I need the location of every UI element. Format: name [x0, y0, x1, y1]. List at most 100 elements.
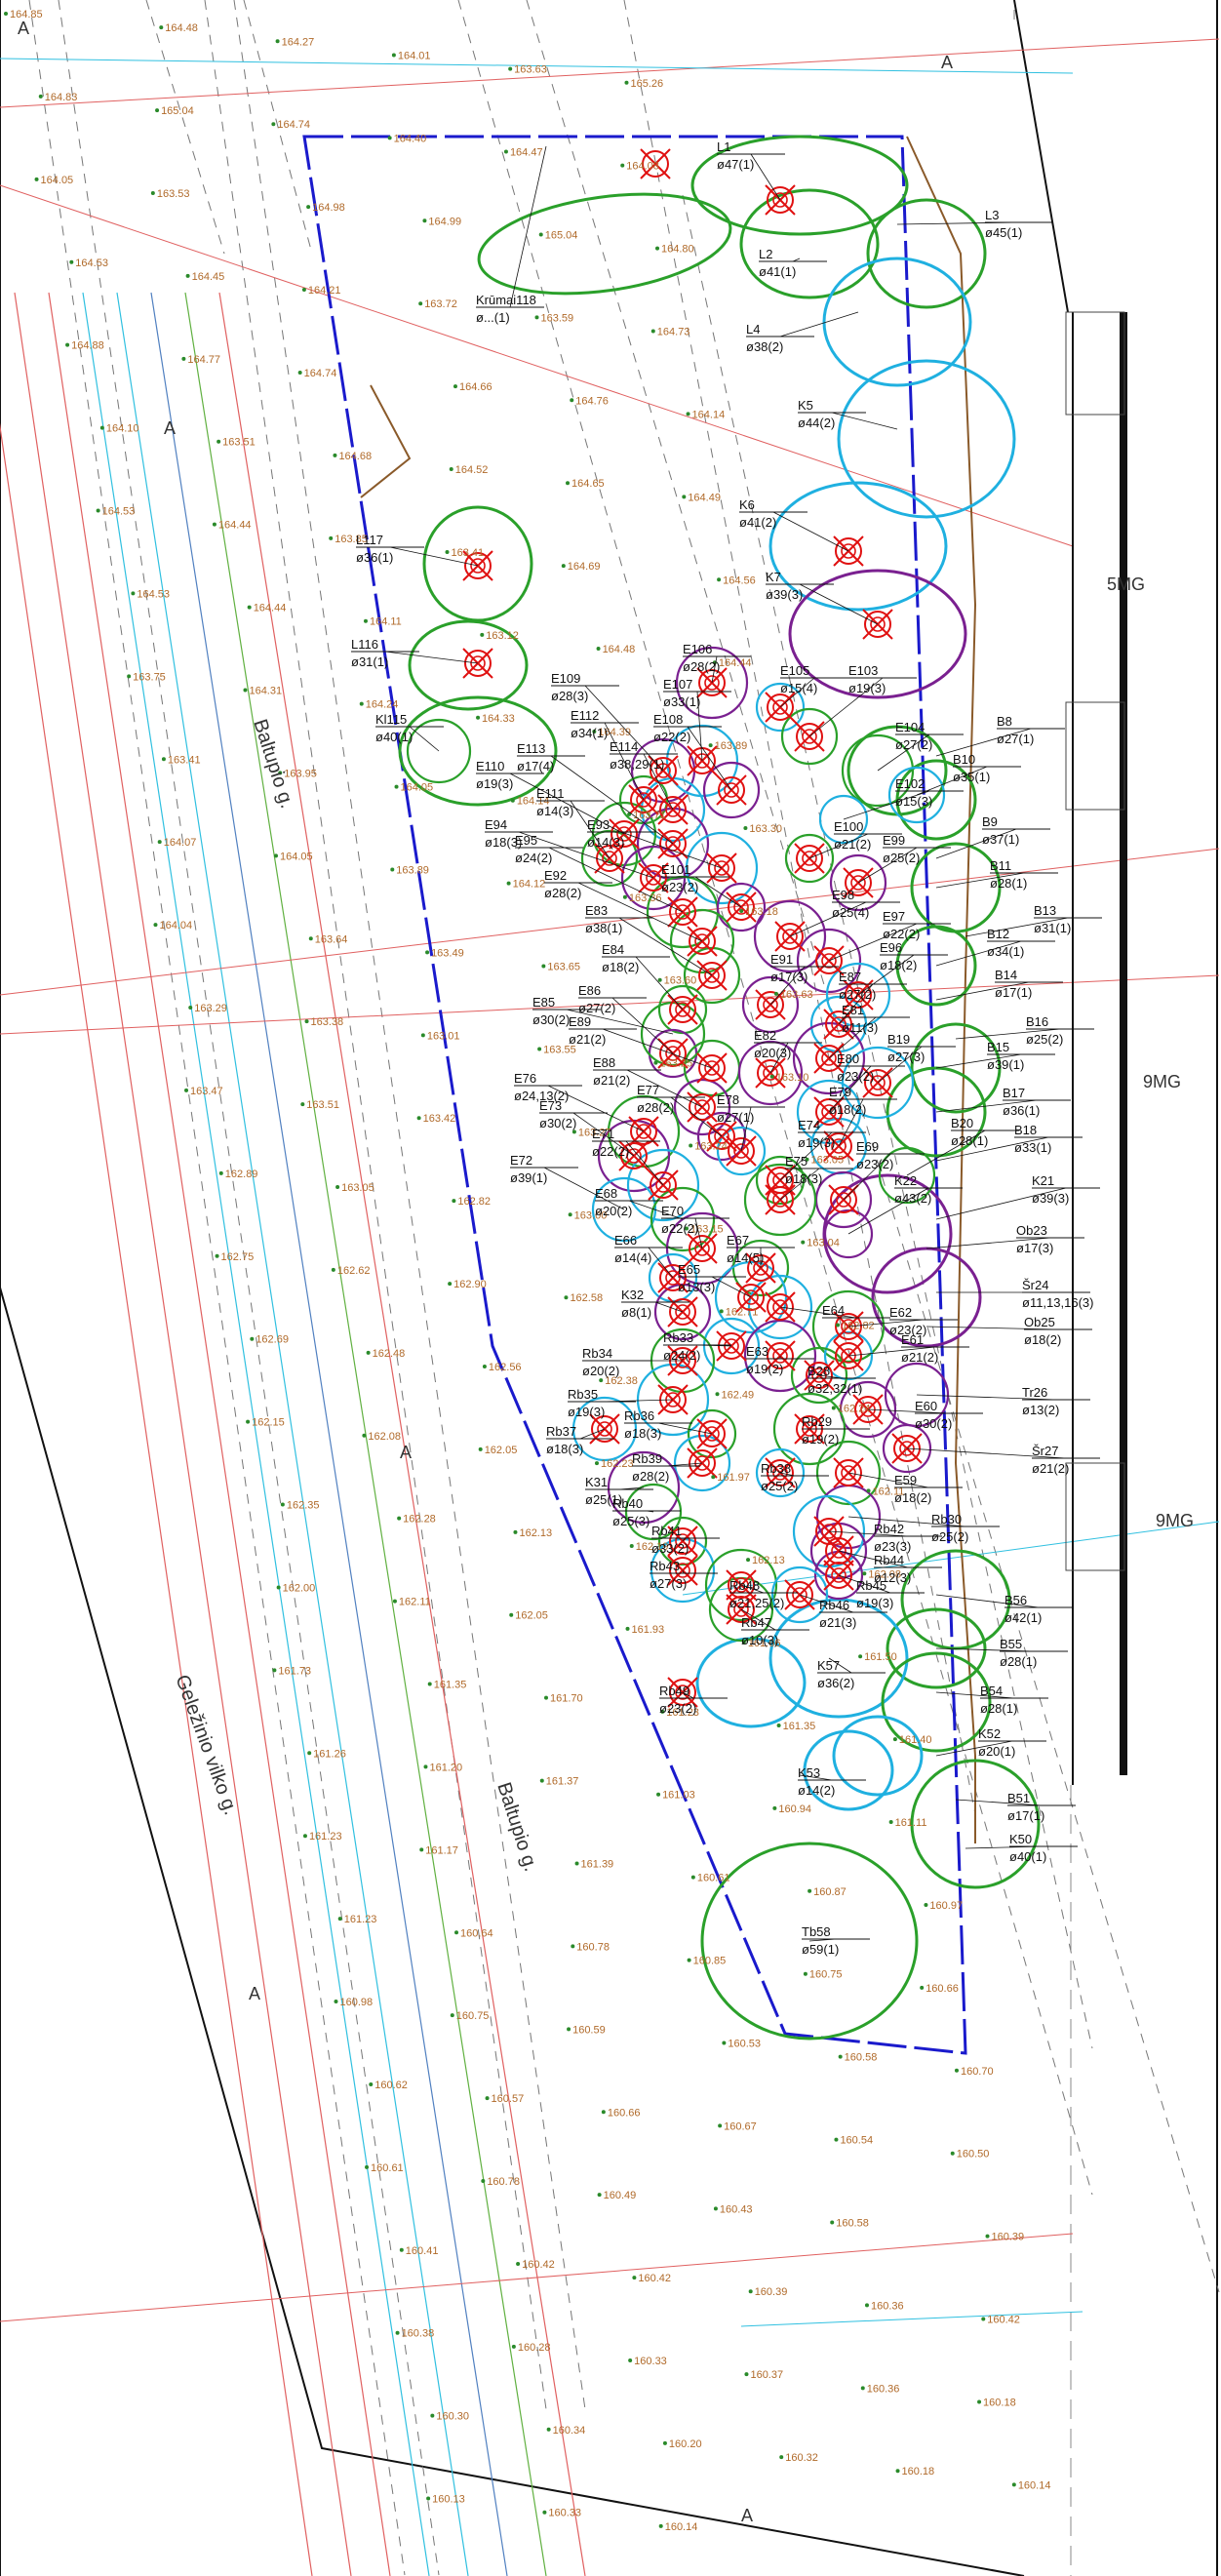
elevation-label: 160.94 [778, 1803, 811, 1815]
elevation-point: 165.04 [538, 229, 577, 241]
elevation-label: 163.95 [284, 768, 317, 779]
tree-canopy [887, 766, 946, 824]
tree-diameter: ø21(2) [901, 1350, 938, 1365]
tree-id: B14 [995, 968, 1017, 982]
elevation-label: 164.01 [398, 50, 431, 61]
elevation-label: 160.85 [693, 1956, 727, 1967]
tree-id: E110 [476, 759, 504, 773]
leader-line [577, 882, 703, 942]
tree-canopy [881, 1651, 992, 1753]
tree-id: Rb46 [819, 1598, 849, 1612]
tree-diameter: ø17(4) [517, 759, 554, 773]
elevation-label: 162.71 [726, 1306, 759, 1318]
tree-diameter: ø18(3) [785, 1171, 822, 1186]
tree-canopy [714, 1260, 788, 1334]
leader-line [935, 872, 1025, 889]
tree-id: E111 [536, 786, 564, 801]
tree-id: E96 [880, 940, 902, 955]
tree-diameter: ø47(1) [717, 157, 754, 172]
tree-diameter: ø25(2) [1026, 1032, 1063, 1047]
tree-id: B10 [953, 752, 975, 767]
tree-id: E87 [839, 970, 861, 984]
elevation-label: 161.17 [425, 1844, 458, 1856]
elevation-point: 163.18 [739, 906, 778, 918]
tree-id: Rb45 [856, 1578, 886, 1593]
elevation-label: 160.62 [374, 2080, 408, 2091]
tree-id: Rb37 [546, 1424, 576, 1439]
tree-id: E97 [883, 909, 905, 924]
tree-canopies [398, 135, 1041, 2041]
elevation-label: 163.30 [749, 823, 782, 835]
elevation-point: 160.75 [450, 2010, 489, 2022]
contour-line [0, 184, 1074, 547]
elevation-point: 163.27 [571, 1127, 611, 1138]
elevation-label: 161.93 [632, 1624, 665, 1636]
elevation-label: 162.35 [287, 1500, 320, 1512]
tree-canopy [832, 1715, 924, 1797]
elevation-point: 162.35 [280, 1500, 320, 1512]
leader-line [831, 412, 898, 430]
elevation-point: 164.53 [69, 258, 108, 269]
tree-diameter: ø19(3) [848, 681, 886, 695]
tree-canopy [878, 1146, 936, 1205]
tree-id: E80 [837, 1051, 859, 1066]
tree-diameter: ø22(2) [883, 927, 920, 941]
elevation-label: 164.27 [282, 36, 315, 48]
elevation-label: 160.20 [669, 2438, 702, 2450]
elevation-label: 163.75 [133, 671, 166, 683]
building-label: 9MG [1143, 1072, 1181, 1091]
elevation-point: 162.75 [215, 1251, 254, 1263]
elevation-point: 160.36 [864, 2300, 904, 2312]
elevation-point: 161.03 [656, 1790, 695, 1802]
elevation-point: 162.69 [250, 1334, 289, 1346]
tree-diameter: ø27(3) [650, 1576, 687, 1591]
tree-id: E95 [515, 833, 537, 848]
tree-id: B17 [1003, 1086, 1025, 1100]
tree-diameter: ø18(3) [546, 1442, 583, 1456]
elevation-label: 162.15 [252, 1417, 285, 1429]
tree-id: L2 [759, 247, 772, 261]
tree-diameter: ø42(1) [1004, 1610, 1042, 1625]
elevation-point: 160.66 [601, 2107, 641, 2119]
leader-line [654, 1301, 684, 1313]
elevation-point: 164.48 [596, 644, 636, 655]
tree-canopy [673, 1434, 731, 1492]
tree-canopy [822, 257, 972, 387]
tree-diameter: ø39(1) [510, 1170, 547, 1185]
leader-line [847, 1472, 929, 1488]
elevation-label: 162.13 [519, 1527, 552, 1539]
elevation-label: 164.69 [568, 561, 601, 573]
leader-line [682, 1691, 694, 1699]
elevation-point: 163.89 [708, 740, 747, 752]
tree-id: Ob23 [1016, 1223, 1047, 1238]
tree-canopy [607, 1450, 681, 1525]
leader-line [896, 221, 1020, 225]
utility-line [14, 292, 352, 2576]
tree-canopy [650, 1537, 716, 1604]
tree-canopy [770, 1565, 829, 1624]
elevation-point: 165.04 [155, 105, 194, 117]
tree-diameter: ø24(2) [515, 851, 552, 865]
area-label: A [18, 19, 29, 38]
elevation-point: 163.29 [188, 1003, 227, 1014]
slope-line [906, 136, 977, 1843]
elevation-label: 164.48 [603, 644, 636, 655]
tree-id: Ob25 [1024, 1315, 1055, 1329]
leader-line [509, 145, 547, 308]
elevation-point: 164.27 [275, 36, 315, 48]
tree-canopy [841, 1046, 915, 1120]
tree-diameter: ø41(2) [739, 515, 776, 530]
elevation-label: 165.04 [161, 105, 194, 117]
tree-diameter: ø21(2) [834, 837, 871, 852]
elevation-label: 162.08 [868, 1568, 901, 1580]
leader-line [808, 677, 884, 737]
tree-diameter: ø24(2) [663, 1348, 700, 1363]
